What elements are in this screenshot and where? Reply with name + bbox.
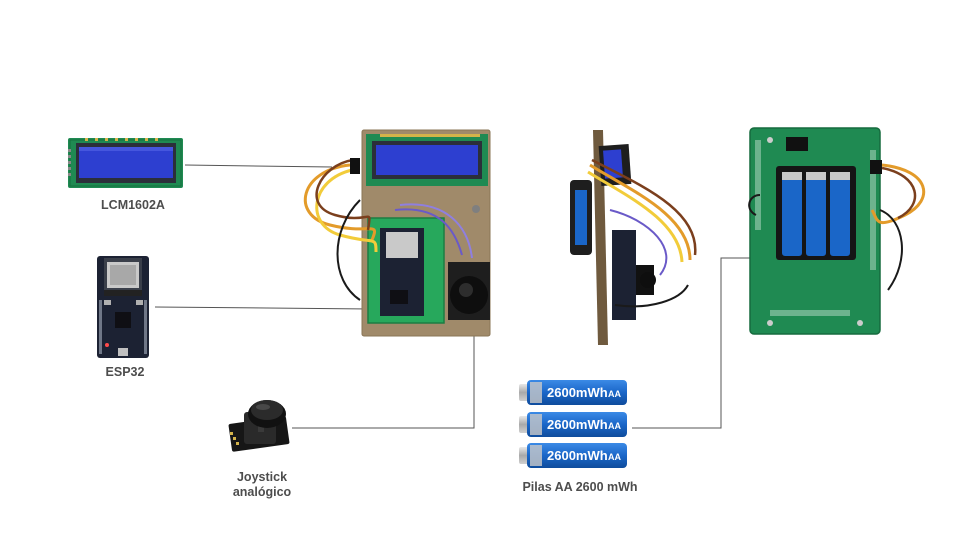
svg-text:AA: AA [608,452,621,462]
joystick-label-line1: Joystick [222,470,302,485]
joystick-label: Joystick analógico [222,470,302,500]
svg-text:2600mWh: 2600mWh [547,448,608,463]
battery-cell-2: 2600mWh AA [519,412,627,437]
connector-esp32 [155,307,370,309]
device-side-photo [570,130,695,345]
device-back-photo [749,128,924,334]
device-front-photo [305,130,490,336]
connector-lcd [185,165,332,167]
joystick-image [228,400,289,452]
svg-text:AA: AA [608,421,621,431]
lcd-module-image [68,138,183,188]
svg-text:AA: AA [608,389,621,399]
esp32-image [97,256,149,358]
batteries-label: Pilas AA 2600 mWh [505,480,655,495]
svg-text:2600mWh: 2600mWh [547,417,608,432]
batteries-image: 2600mWh AA 2600mWh AA 2600mWh AA [519,380,627,468]
battery-cell-text: 2600mWh [547,385,608,400]
battery-cell-1: 2600mWh AA [519,380,627,405]
joystick-label-line2: analógico [222,485,302,500]
esp32-label: ESP32 [80,365,170,380]
battery-cell-3: 2600mWh AA [519,443,627,468]
lcd-label: LCM1602A [78,198,188,213]
